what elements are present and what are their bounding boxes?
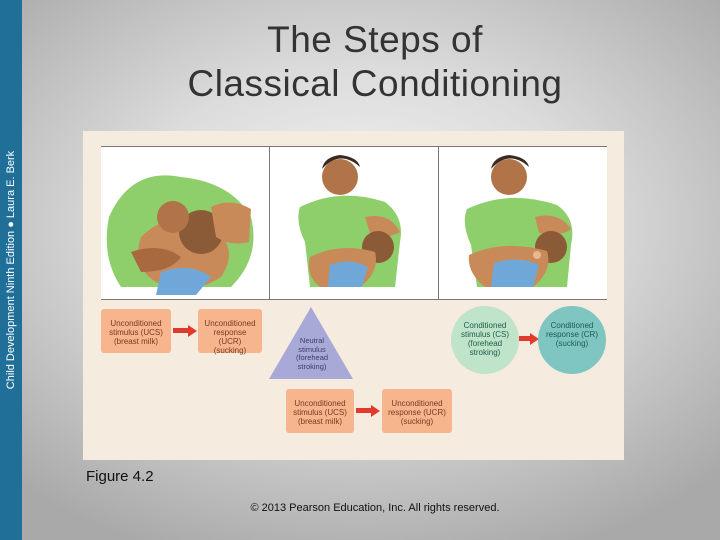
copyright-notice: © 2013 Pearson Education, Inc. All right…	[250, 502, 500, 514]
cr-line1: Conditioned	[550, 321, 594, 330]
ucs-bottom-line3: (breast milk)	[297, 417, 342, 426]
neutral-line1: Neutral	[299, 336, 325, 345]
cr-line2: response (CR)	[545, 330, 598, 339]
cs-line4: stroking)	[469, 348, 501, 357]
sidebar-text: Child Development Ninth Edition ● Laura …	[5, 150, 17, 390]
title-line-2: Classical Conditioning	[187, 63, 563, 104]
neutral-line2: stimulus	[298, 344, 326, 354]
figure-4-2: Unconditioned stimulus (UCS) (breast mil…	[83, 131, 624, 460]
cs-line2: stimulus (CS)	[460, 330, 509, 339]
cs-line1: Conditioned	[463, 321, 507, 330]
cs-circle: Conditioned stimulus (CS) (forehead stro…	[451, 306, 519, 374]
title-line-1: The Steps of	[267, 19, 483, 60]
ucs-top-line1: Unconditioned	[110, 319, 162, 328]
panel-breastfeeding	[101, 147, 269, 299]
ucs-bottom-line1: Unconditioned	[294, 399, 346, 408]
panel-conditioned-response	[439, 147, 607, 299]
arrow-cs-to-cr	[519, 333, 539, 345]
cs-line3: (forehead	[467, 339, 503, 348]
mother-breastfeeding-illustration	[101, 147, 269, 299]
sidebar-bar: Child Development Ninth Edition ● Laura …	[0, 0, 22, 540]
ucr-top-line1: Unconditioned	[204, 319, 256, 328]
neutral-line3: (forehead	[295, 353, 329, 362]
neutral-line4: stroking)	[297, 361, 327, 371]
infant-sucking-response-illustration	[439, 147, 607, 299]
cr-circle: Conditioned response (CR) (sucking)	[538, 306, 606, 374]
panel-forehead-stroking	[270, 147, 438, 299]
ucr-box-top: Unconditioned response (UCR) (sucking)	[198, 309, 262, 355]
mother-stroking-forehead-illustration	[270, 147, 438, 299]
ucr-bottom-line2: response (UCR)	[388, 408, 446, 417]
slide-title: The Steps of Classical Conditioning	[30, 18, 720, 106]
illustration-panels	[101, 146, 607, 300]
arrow-ucs-to-ucr-top	[173, 325, 197, 337]
ucs-box-top: Unconditioned stimulus (UCS) (breast mil…	[101, 309, 171, 353]
ucr-top-line3: (sucking)	[213, 346, 247, 355]
cr-line3: (sucking)	[555, 339, 589, 348]
neutral-stimulus-label: Neutral stimulus (forehead stroking)	[284, 336, 340, 371]
ucs-bottom-line2: stimulus (UCS)	[293, 408, 347, 417]
ucr-bottom-line3: (sucking)	[400, 417, 434, 426]
ucs-box-bottom: Unconditioned stimulus (UCS) (breast mil…	[286, 389, 354, 433]
ucr-top-line2: response (UCR)	[213, 328, 247, 346]
ucs-top-line3: (breast milk)	[113, 337, 158, 346]
arrow-ucs-to-ucr-bottom	[356, 405, 380, 417]
ucr-bottom-line1: Unconditioned	[391, 399, 443, 408]
ucr-box-bottom: Unconditioned response (UCR) (sucking)	[382, 389, 452, 433]
neutral-stimulus-triangle	[269, 307, 353, 379]
figure-caption: Figure 4.2	[86, 468, 154, 485]
ucs-top-line2: stimulus (UCS)	[109, 328, 163, 337]
